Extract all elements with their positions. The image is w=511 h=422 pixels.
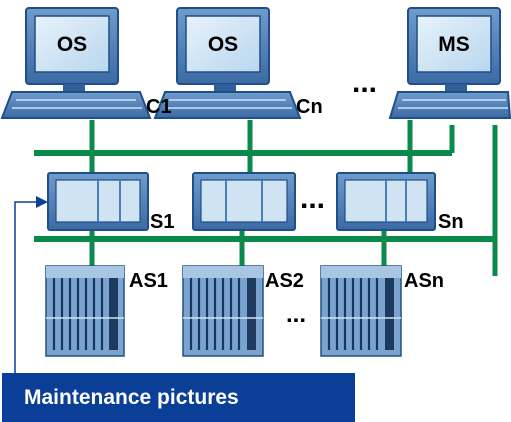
station-3 bbox=[388, 7, 511, 119]
station-1 bbox=[0, 7, 152, 119]
stations-ellipsis: ... bbox=[352, 66, 377, 99]
server-2 bbox=[192, 172, 296, 231]
pointer-arrow bbox=[14, 196, 48, 373]
network-buses bbox=[34, 120, 498, 276]
station-2-name-label: Cn bbox=[296, 96, 323, 118]
automation-system-2-label: AS2 bbox=[265, 270, 304, 292]
server-3 bbox=[336, 172, 436, 231]
station-1-name-label: C1 bbox=[146, 96, 172, 118]
servers-ellipsis: ... bbox=[300, 182, 325, 215]
automation-system-1 bbox=[45, 265, 125, 357]
automation-system-3 bbox=[320, 265, 402, 357]
server-3-label: Sn bbox=[438, 211, 464, 233]
maintenance-pictures-banner: Maintenance pictures bbox=[2, 373, 355, 422]
automation-system-1-label: AS1 bbox=[129, 270, 168, 292]
server-1 bbox=[47, 172, 149, 231]
automation-system-2 bbox=[182, 265, 264, 357]
station-2 bbox=[153, 7, 302, 119]
station-3-screen-label: MS bbox=[438, 33, 470, 56]
station-2-screen-label: OS bbox=[208, 33, 238, 56]
automation-ellipsis: ... bbox=[286, 301, 306, 328]
automation-system-3-label: ASn bbox=[404, 270, 444, 292]
station-1-screen-label: OS bbox=[57, 33, 87, 56]
server-1-label: S1 bbox=[150, 211, 174, 233]
